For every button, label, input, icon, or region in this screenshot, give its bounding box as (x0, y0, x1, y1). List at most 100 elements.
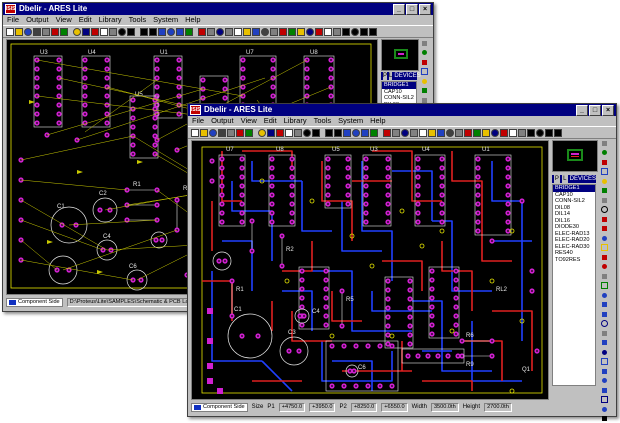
pan-icon[interactable] (312, 129, 320, 137)
redraw-icon[interactable] (82, 28, 90, 36)
grid-icon[interactable] (315, 28, 323, 36)
smt-pad-icon[interactable] (600, 253, 609, 262)
import-icon[interactable] (464, 129, 472, 137)
layers-icon[interactable] (473, 129, 481, 137)
back-overview-preview[interactable] (381, 39, 419, 71)
origin-icon[interactable] (100, 28, 108, 36)
zoom-area-icon[interactable] (167, 28, 175, 36)
menu-system[interactable]: System (153, 15, 178, 25)
new-icon[interactable] (6, 28, 14, 36)
pointer-icon[interactable] (333, 28, 341, 36)
redraw-icon[interactable] (491, 129, 499, 137)
rotate-cw-icon[interactable] (600, 348, 609, 357)
menu-tools[interactable]: Tools (314, 116, 332, 126)
menu-edit[interactable]: Edit (79, 15, 92, 25)
dil-pad-icon[interactable] (600, 234, 609, 243)
rotate-icon[interactable] (410, 129, 418, 137)
netlist-icon[interactable] (297, 28, 305, 36)
menu-library[interactable]: Library (284, 116, 307, 126)
back-layer-selector[interactable]: Component Side (6, 298, 63, 307)
redraw-icon[interactable] (306, 28, 314, 36)
component-icon[interactable] (420, 49, 429, 58)
close-icon[interactable]: × (419, 4, 431, 15)
component-icon[interactable] (600, 149, 609, 158)
minimize-icon[interactable]: _ (393, 4, 405, 15)
minimize-icon[interactable]: _ (576, 105, 588, 116)
pointer-icon[interactable] (109, 28, 117, 36)
origin-icon[interactable] (285, 129, 293, 137)
save-icon[interactable] (437, 129, 445, 137)
text-icon[interactable] (600, 320, 609, 329)
redraw-icon[interactable] (267, 129, 275, 137)
redo-icon[interactable] (370, 129, 378, 137)
zoom-in-icon[interactable] (360, 28, 368, 36)
track-icon[interactable] (420, 87, 429, 96)
open-icon[interactable] (243, 28, 251, 36)
menu-view[interactable]: View (241, 116, 257, 126)
zoom-out-icon[interactable] (334, 129, 342, 137)
copy-icon[interactable] (392, 129, 400, 137)
grid-icon[interactable] (500, 129, 508, 137)
zoom-all-icon[interactable] (343, 129, 351, 137)
via-icon[interactable] (600, 177, 609, 186)
via-icon[interactable] (420, 77, 429, 86)
open-icon[interactable] (428, 129, 436, 137)
layers-icon[interactable] (288, 28, 296, 36)
arc-icon[interactable] (600, 301, 609, 310)
origin-icon[interactable] (324, 28, 332, 36)
ratsnest-icon[interactable] (600, 206, 609, 215)
marker-icon[interactable] (600, 339, 609, 348)
front-layer-selector[interactable]: Component Side (191, 403, 248, 412)
menu-file[interactable]: File (192, 116, 204, 126)
layers-icon[interactable] (60, 28, 68, 36)
export-icon[interactable] (42, 28, 50, 36)
new-icon[interactable] (419, 129, 427, 137)
open-icon[interactable] (15, 28, 23, 36)
pointer-icon[interactable] (420, 39, 429, 48)
import-icon[interactable] (51, 28, 59, 36)
back-library-item[interactable]: CONN-SIL2 (382, 95, 416, 102)
front-window[interactable]: ISIS Dbelir - ARES Lite _ □ × File Outpu… (187, 103, 617, 417)
menu-output[interactable]: Output (211, 116, 234, 126)
pan-icon[interactable] (536, 129, 544, 137)
origin-icon[interactable] (509, 129, 517, 137)
maximize-icon[interactable]: □ (589, 105, 601, 116)
menu-tools[interactable]: Tools (129, 15, 147, 25)
print-icon[interactable] (218, 129, 226, 137)
save-icon[interactable] (252, 28, 260, 36)
package-icon[interactable] (600, 158, 609, 167)
redo-icon[interactable] (185, 28, 193, 36)
open-icon[interactable] (200, 129, 208, 137)
import-icon[interactable] (279, 28, 287, 36)
menu-help[interactable]: Help (185, 15, 200, 25)
cross-icon[interactable] (303, 129, 311, 137)
print-icon[interactable] (261, 28, 269, 36)
export-icon[interactable] (227, 129, 235, 137)
zoom-in-icon[interactable] (140, 28, 148, 36)
menu-system[interactable]: System (338, 116, 363, 126)
print-icon[interactable] (33, 28, 41, 36)
print-icon[interactable] (446, 129, 454, 137)
line-icon[interactable] (600, 272, 609, 281)
pan-icon[interactable] (351, 28, 359, 36)
zoom-in-icon[interactable] (545, 129, 553, 137)
new-icon[interactable] (234, 28, 242, 36)
circle-pad-icon[interactable] (600, 215, 609, 224)
move-icon[interactable] (216, 28, 224, 36)
cross-icon[interactable] (118, 28, 126, 36)
netlist-icon[interactable] (73, 28, 81, 36)
zoom-area-icon[interactable] (352, 129, 360, 137)
menu-library[interactable]: Library (99, 15, 122, 25)
menu-output[interactable]: Output (26, 15, 49, 25)
pointer-icon[interactable] (518, 129, 526, 137)
new-icon[interactable] (191, 129, 199, 137)
undo-icon[interactable] (361, 129, 369, 137)
pointer-icon[interactable] (600, 139, 609, 148)
zoom-out-icon[interactable] (369, 28, 377, 36)
grid-icon[interactable] (91, 28, 99, 36)
move-icon[interactable] (401, 129, 409, 137)
pad-icon[interactable] (600, 168, 609, 177)
